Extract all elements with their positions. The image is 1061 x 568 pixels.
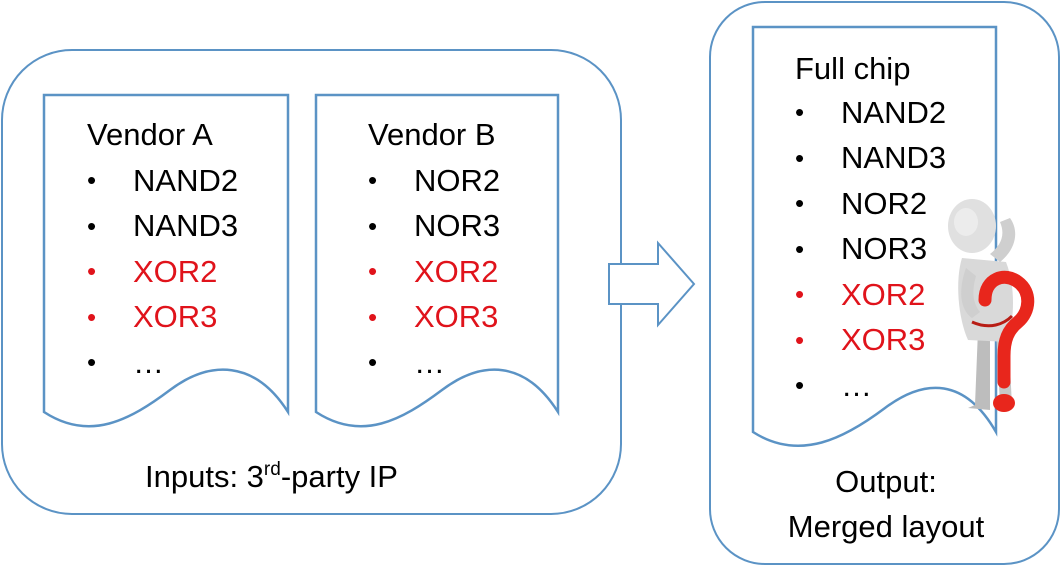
bullet-icon: • bbox=[795, 370, 805, 401]
list-item-label: NAND3 bbox=[841, 140, 947, 176]
inputs-caption: Inputs: 3rd-party IP bbox=[145, 459, 398, 494]
list-item: •… bbox=[368, 340, 500, 386]
list-item: • XOR3 bbox=[87, 295, 238, 341]
list-item: • XOR2 bbox=[368, 249, 500, 295]
list-item-label: XOR2 bbox=[133, 253, 218, 289]
list-item: • NAND3 bbox=[795, 136, 946, 182]
list-item: • XOR2 bbox=[795, 272, 946, 318]
bullet-icon: • bbox=[368, 347, 378, 378]
vendor-a-title: Vendor A bbox=[87, 117, 213, 152]
bullet-icon: • bbox=[368, 210, 378, 241]
bullet-icon: • bbox=[87, 256, 97, 287]
list-item-label: NOR3 bbox=[414, 208, 501, 244]
list-item-label: XOR2 bbox=[841, 276, 926, 312]
full-chip-title: Full chip bbox=[795, 51, 911, 86]
list-item: • XOR3 bbox=[795, 318, 946, 364]
list-item-label: XOR3 bbox=[414, 299, 499, 335]
full-chip-list: •NAND2•NAND3•NOR2•NOR3•XOR2•XOR3•… bbox=[795, 90, 946, 409]
list-item: • XOR2 bbox=[87, 249, 238, 295]
bullet-icon: • bbox=[87, 347, 97, 378]
vendor-a-list: •NAND2•NAND3•XOR2•XOR3•… bbox=[87, 158, 238, 386]
bullet-icon: • bbox=[87, 301, 97, 332]
list-item: • NOR2 bbox=[795, 181, 946, 227]
list-item-label: NAND3 bbox=[133, 208, 239, 244]
list-item: • NOR2 bbox=[368, 158, 500, 204]
output-caption: Output: Merged layout bbox=[773, 460, 999, 550]
bullet-icon: • bbox=[368, 256, 378, 287]
bullet-icon: • bbox=[795, 279, 805, 310]
list-item: • NOR3 bbox=[795, 227, 946, 273]
list-item: • NAND2 bbox=[87, 158, 238, 204]
bullet-icon: • bbox=[87, 165, 97, 196]
merge-arrow-icon bbox=[608, 240, 696, 328]
bullet-icon: • bbox=[368, 165, 378, 196]
output-caption-line1: Output: bbox=[835, 464, 937, 499]
list-item-label: … bbox=[841, 367, 872, 403]
list-item-label: NAND2 bbox=[841, 94, 947, 130]
list-item: • NAND3 bbox=[87, 204, 238, 250]
bullet-icon: • bbox=[87, 210, 97, 241]
bullet-icon: • bbox=[795, 142, 805, 173]
list-item-label: XOR2 bbox=[414, 253, 499, 289]
output-caption-line2: Merged layout bbox=[787, 508, 985, 544]
list-item: •… bbox=[795, 363, 946, 409]
list-item-label: XOR3 bbox=[133, 299, 218, 335]
list-item: •… bbox=[87, 340, 238, 386]
list-item-label: NAND2 bbox=[133, 162, 239, 198]
list-item: • XOR3 bbox=[368, 295, 500, 341]
vendor-b-list: •NOR2•NOR3•XOR2•XOR3•… bbox=[368, 158, 500, 386]
list-item: • NAND2 bbox=[795, 90, 946, 136]
bullet-icon: • bbox=[795, 233, 805, 264]
bullet-icon: • bbox=[795, 188, 805, 219]
bullet-icon: • bbox=[368, 301, 378, 332]
list-item-label: NOR2 bbox=[841, 185, 928, 221]
vendor-a-document bbox=[42, 93, 290, 428]
list-item-label: XOR3 bbox=[841, 322, 926, 358]
list-item: • NOR3 bbox=[368, 204, 500, 250]
vendor-b-document bbox=[314, 93, 560, 428]
vendor-b-title: Vendor B bbox=[368, 117, 496, 152]
confused-person-icon bbox=[948, 199, 1035, 412]
list-item-label: NOR3 bbox=[841, 231, 928, 267]
list-item-label: … bbox=[133, 344, 164, 380]
bullet-icon: • bbox=[795, 97, 805, 128]
list-item-label: … bbox=[414, 344, 445, 380]
bullet-icon: • bbox=[795, 324, 805, 355]
list-item-label: NOR2 bbox=[414, 162, 501, 198]
